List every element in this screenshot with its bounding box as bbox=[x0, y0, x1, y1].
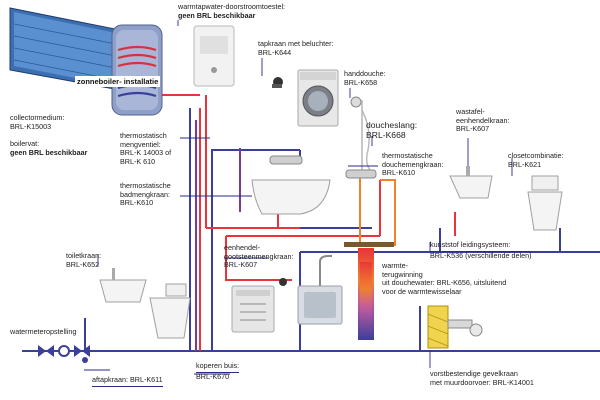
label-collectormedium-sub: BRL-K15003 bbox=[10, 121, 52, 131]
label-warmteterug-l3: uit douchewater: BRL-K656, uitsluitend bbox=[382, 278, 507, 288]
label-warmtapwater-title: warmtapwater-doorstroomtoestel: bbox=[178, 2, 286, 11]
label-badmengkraan-title2: badmengkraan: bbox=[120, 189, 170, 199]
washbasin bbox=[449, 166, 493, 199]
label-aftapkraan: aftapkraan: BRL-K611 bbox=[92, 375, 163, 387]
label-thermostatische-douchemengkraan: thermostatische douchemengkraan: BRL-K61… bbox=[382, 151, 444, 178]
label-toiletkraan-title: toiletkraan: bbox=[66, 251, 102, 260]
label-boilervat: boilervat: geen BRL beschikbaar bbox=[10, 139, 88, 157]
label-doucheslang: doucheslang: BRL-K668 bbox=[366, 120, 417, 140]
boiler-tank bbox=[111, 24, 163, 116]
label-closet-title: closetcombinatie: bbox=[508, 151, 564, 160]
hand-shower bbox=[350, 96, 373, 173]
label-thermostatisch-mengventiel: thermostatisch mengventiel: BRL-K 14003 … bbox=[120, 131, 172, 166]
tap-small-kitchen bbox=[279, 278, 287, 286]
label-boilervat-title: boilervat: bbox=[10, 139, 40, 148]
label-warmtapwater: warmtapwater-doorstroomtoestel: geen BRL… bbox=[178, 2, 286, 20]
washing-machine bbox=[297, 69, 339, 127]
toilet-combination bbox=[527, 175, 563, 231]
label-wastafel-title2: eenhendelkraan: bbox=[456, 115, 510, 125]
label-warmteterug-l2: terugwinning bbox=[382, 269, 423, 279]
label-warmteterug-l4: voor de warmtewisselaar bbox=[382, 286, 462, 296]
solar-collector bbox=[9, 7, 121, 91]
label-douchemengkraan-sub: BRL-K610 bbox=[382, 168, 416, 178]
label-toiletkraan-sub: BRL-K652 bbox=[66, 259, 100, 269]
bathtub bbox=[251, 179, 331, 215]
solar-boiler-caption: zonneboiler- installatie bbox=[75, 76, 161, 87]
label-koperen-title: koperen buis: bbox=[196, 361, 240, 373]
label-watermeter-title: watermeteropstelling bbox=[10, 327, 77, 336]
label-gootsteen-sub: BRL-K607 bbox=[224, 260, 258, 270]
label-gootsteen-title1: eenhendel- bbox=[224, 243, 260, 252]
solar-boiler-caption-line2: installatie bbox=[123, 77, 159, 86]
water-meter-assembly bbox=[38, 345, 90, 357]
label-gootsteen-title2: gootsteenmengkraan: bbox=[224, 251, 294, 261]
frost-proof-outdoor-tap bbox=[427, 305, 483, 349]
purple-pipes bbox=[195, 120, 241, 351]
label-aftapkraan-title: aftapkraan: BRL-K611 bbox=[92, 375, 163, 387]
label-mengventiel-title2: mengventiel: bbox=[120, 139, 161, 149]
label-douchemengkraan-title1: thermostatische bbox=[382, 151, 433, 160]
label-collectormedium: collectormedium: BRL-K15003 bbox=[10, 113, 65, 131]
label-handdouche-title: handdouche: bbox=[344, 69, 386, 78]
label-vorst-l1: vorstbestendige gevelkraan bbox=[430, 369, 518, 378]
label-wastafel-title1: wastafel- bbox=[456, 107, 485, 116]
label-badmengkraan-sub: BRL-K610 bbox=[120, 198, 154, 208]
label-mengventiel-sub1: BRL-K 14003 of bbox=[120, 148, 172, 158]
label-closet-sub: BRL-K621 bbox=[508, 159, 542, 169]
shower-mixer bbox=[345, 169, 377, 179]
label-warmtapwater-sub: geen BRL beschikbaar bbox=[178, 10, 256, 20]
label-eenhendel-gootsteenmengkraan: eenhendel- gootsteenmengkraan: BRL-K607 bbox=[224, 243, 294, 270]
drain-tap bbox=[82, 357, 88, 363]
label-toiletkraan: toiletkraan: BRL-K652 bbox=[66, 251, 102, 269]
label-kunststof-title: kunststof leidingsysteem: bbox=[430, 240, 532, 252]
label-tapkraan: tapkraan met beluchter: BRL-K644 bbox=[258, 39, 334, 57]
label-koperen-sub: BRL-K670 bbox=[196, 371, 230, 381]
label-collectormedium-title: collectormedium: bbox=[10, 113, 65, 122]
label-tapkraan-title: tapkraan met beluchter: bbox=[258, 39, 334, 48]
leader-lines bbox=[84, 20, 513, 375]
label-kunststof-leidingsysteem: kunststof leidingsysteem: BRL-K536 (vers… bbox=[430, 240, 532, 260]
label-warmteterug-l1: warmte- bbox=[382, 261, 408, 270]
water-heater bbox=[193, 25, 235, 87]
toilet-small bbox=[149, 283, 191, 339]
label-wastafel-sub: BRL-K607 bbox=[456, 124, 490, 134]
label-douchemengkraan-title2: douchemengkraan: bbox=[382, 159, 444, 169]
label-thermostatische-badmengkraan: thermostatische badmengkraan: BRL-K610 bbox=[120, 181, 171, 208]
label-vorst-l2: met muurdoorvoer: BRL-K14001 bbox=[430, 377, 534, 387]
label-boilervat-sub: geen BRL beschikbaar bbox=[10, 147, 88, 157]
label-handdouche-sub: BRL-K658 bbox=[344, 77, 378, 87]
label-handdouche: handdouche: BRL-K658 bbox=[344, 69, 386, 87]
label-kunststof-sub: BRL-K536 (verschillende delen) bbox=[430, 250, 532, 260]
bath-mixer bbox=[269, 155, 303, 165]
warm-tap-pipes bbox=[359, 178, 396, 246]
label-mengventiel-sub2: BRL-K 610 bbox=[120, 156, 156, 166]
label-doucheslang-sub: BRL-K668 bbox=[366, 130, 406, 140]
label-wastafel: wastafel- eenhendelkraan: BRL-K607 bbox=[456, 107, 510, 134]
label-warmteterugwinning: warmte- terugwinning uit douchewater: BR… bbox=[382, 261, 507, 296]
dishwasher bbox=[231, 285, 275, 333]
label-mengventiel-title1: thermostatisch bbox=[120, 131, 167, 140]
label-closetcombinatie: closetcombinatie: BRL-K621 bbox=[508, 151, 564, 169]
label-tapkraan-sub: BRL-K644 bbox=[258, 47, 292, 57]
label-badmengkraan-title1: thermostatische bbox=[120, 181, 171, 190]
label-watermeteropstelling: watermeteropstelling bbox=[10, 327, 77, 337]
label-doucheslang-title: doucheslang: bbox=[366, 120, 418, 130]
hot-water-pipes bbox=[110, 37, 456, 351]
kitchen-sink bbox=[297, 255, 343, 325]
tap-with-aerator bbox=[272, 77, 283, 88]
label-vorstbestendige-gevelkraan: vorstbestendige gevelkraan met muurdoorv… bbox=[430, 369, 534, 387]
label-koperen-buis: koperen buis: BRL-K670 bbox=[196, 361, 240, 381]
solar-boiler-caption-line1: zonneboiler- bbox=[77, 77, 122, 86]
heat-recovery-unit bbox=[344, 242, 394, 340]
hand-basin-small bbox=[99, 268, 147, 303]
